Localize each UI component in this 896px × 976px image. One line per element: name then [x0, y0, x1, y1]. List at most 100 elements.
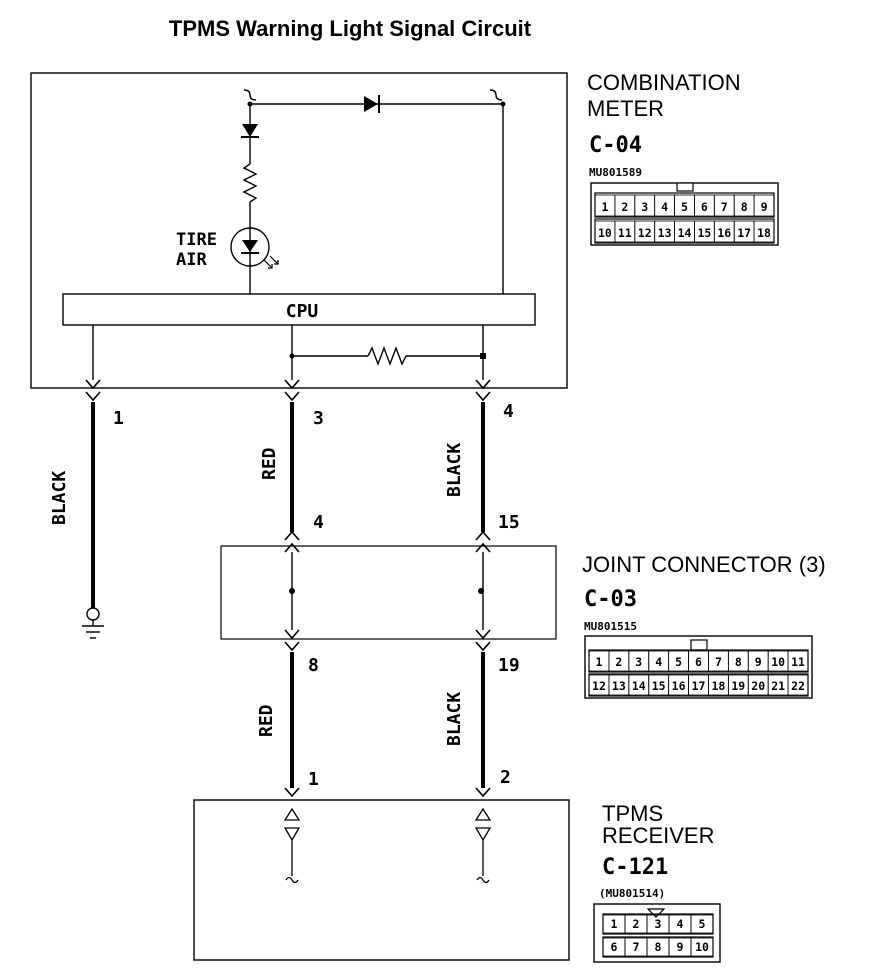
c121-pin-cell — [690, 937, 714, 957]
c04-pin-number: 4 — [661, 200, 668, 214]
cpu-block — [62, 293, 536, 326]
c121-pin-number: 6 — [611, 940, 618, 954]
meter-part-number: MU801589 — [589, 166, 642, 179]
c04-pin-cell — [753, 194, 775, 217]
c121-pin-number: 4 — [677, 917, 684, 931]
c04-pin-number: 12 — [638, 226, 652, 240]
diode-vertical — [241, 124, 259, 138]
joint-part-number: MU801515 — [584, 620, 637, 633]
c04-pin-number: 1 — [601, 200, 608, 214]
meter-pin-3-label: 3 — [313, 408, 324, 429]
joint-pin-8-label: 8 — [308, 655, 319, 676]
joint-connector-name: JOINT CONNECTOR (3) — [582, 552, 826, 577]
c03-pin-number: 5 — [675, 655, 682, 669]
c04-pin-cell — [753, 220, 775, 243]
meter-pin-1-label: 1 — [113, 408, 124, 429]
c04-pin-number: 15 — [697, 226, 711, 240]
receiver-part-number: (MU801514) — [599, 887, 665, 900]
c04-pin-number: 13 — [658, 226, 672, 240]
c04-pin-number: 16 — [717, 226, 731, 240]
c03-pin-number: 10 — [771, 655, 785, 669]
receiver-name-line1: TPMS — [602, 801, 663, 826]
joint-pin-19-label: 19 — [498, 655, 520, 676]
c03-pin-number: 11 — [791, 655, 805, 669]
meter-internal-wiring — [242, 89, 504, 294]
receiver-pin-1-label: 1 — [308, 769, 319, 790]
lamp-label-tire: TIRE — [176, 230, 217, 250]
combination-meter: CPU — [30, 72, 568, 402]
c121-pin-number: 1 — [611, 917, 618, 931]
c121-pin-number: 10 — [695, 940, 709, 954]
joint-connector — [220, 530, 557, 652]
c121-pin-number: 5 — [699, 917, 706, 931]
meter-name-line2: METER — [587, 96, 664, 121]
ground-symbol — [82, 607, 104, 639]
c03-pin-number: 8 — [735, 655, 742, 669]
diagram-title: TPMS Warning Light Signal Circuit — [169, 16, 532, 41]
c03-pin-number: 22 — [791, 679, 805, 693]
diode-horizontal — [364, 95, 380, 113]
c03-pin-number: 6 — [695, 655, 702, 669]
tpms-receiver-box — [193, 799, 570, 961]
ground-wire-color: BLACK — [49, 471, 70, 525]
c121-connector-face: 1 2 3 4 5 6 7 8 9 10 — [593, 903, 721, 963]
wire-harness-upper — [91, 402, 485, 608]
receiver-name-line2: RECEIVER — [602, 823, 714, 848]
c03-pin-number: 14 — [632, 679, 646, 693]
c04-pin-number: 6 — [701, 200, 708, 214]
c03-pin-number: 16 — [672, 679, 686, 693]
wire-b-color-upper: BLACK — [444, 443, 465, 497]
c03-pin-number: 4 — [655, 655, 662, 669]
cpu-label: CPU — [286, 301, 319, 322]
c121-pin-number: 9 — [677, 940, 684, 954]
wire-b-color-lower: BLACK — [444, 692, 465, 746]
c03-pin-number: 2 — [615, 655, 622, 669]
c03-pin-number: 20 — [751, 679, 765, 693]
c04-pin-number: 17 — [737, 226, 751, 240]
c03-pin-cell — [787, 674, 809, 696]
c04-pin-number: 5 — [681, 200, 688, 214]
c121-pin-number: 3 — [655, 917, 662, 931]
joint-connector-id: C-03 — [584, 587, 637, 612]
tpms-receiver — [193, 787, 570, 961]
c03-pin-number: 15 — [652, 679, 666, 693]
meter-name-line1: COMBINATION — [587, 70, 741, 95]
receiver-pin-2-label: 2 — [500, 767, 511, 788]
joint-pin-15-label: 15 — [498, 512, 520, 533]
c03-pin-number: 21 — [771, 679, 785, 693]
c03-pin-number: 3 — [635, 655, 642, 669]
c03-pin-number: 17 — [692, 679, 706, 693]
c03-pin-number: 9 — [755, 655, 762, 669]
tire-air-warning-lamp — [230, 227, 279, 269]
c121-pin-number: 2 — [633, 917, 640, 931]
c03-pin-number: 18 — [711, 679, 725, 693]
c04-pin-number: 2 — [621, 200, 628, 214]
wire-harness-lower — [290, 652, 485, 788]
wire-a-color-lower: RED — [256, 704, 277, 737]
c04-pin-number: 14 — [678, 226, 692, 240]
c04-pin-number: 10 — [598, 226, 612, 240]
c03-pin-number: 19 — [731, 679, 745, 693]
meter-lower-wiring — [92, 325, 484, 380]
meter-pin-4-label: 4 — [503, 401, 514, 422]
c121-pin-number: 8 — [655, 940, 662, 954]
c121-pin-number: 7 — [633, 940, 640, 954]
meter-connector-id: C-04 — [589, 133, 642, 158]
c03-pin-cell — [787, 650, 809, 672]
c03-pin-number: 12 — [592, 679, 606, 693]
lamp-label-air: AIR — [176, 250, 207, 270]
c04-pin-number: 7 — [721, 200, 728, 214]
c121-pin-cell — [690, 914, 714, 934]
c03-pin-number: 1 — [595, 655, 602, 669]
c03-pin-number: 7 — [715, 655, 722, 669]
c04-pin-number: 9 — [761, 200, 768, 214]
c04-pin-number: 11 — [618, 226, 632, 240]
combination-meter-box — [30, 72, 568, 389]
c04-pin-number: 18 — [757, 226, 771, 240]
receiver-connector-id: C-121 — [602, 855, 668, 880]
joint-connector-box — [220, 545, 557, 640]
c03-pin-number: 13 — [612, 679, 626, 693]
